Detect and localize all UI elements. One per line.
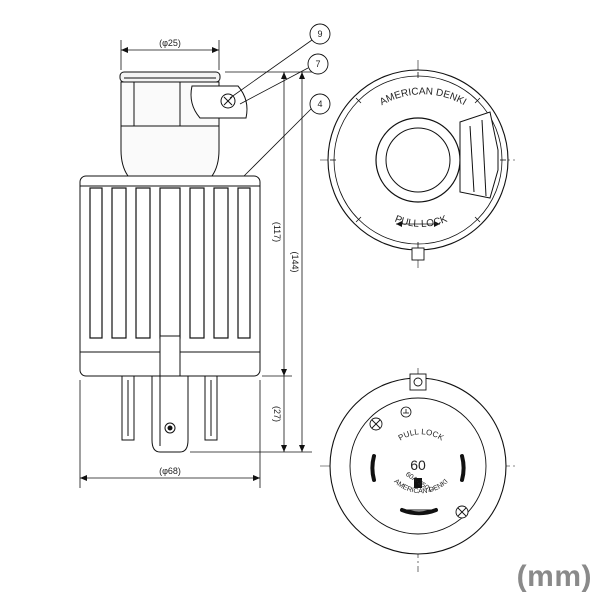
dimension-lines <box>79 39 313 488</box>
callout-9: 9 <box>317 29 322 39</box>
top-lock-text: PULL LOCK <box>393 214 449 230</box>
top-view <box>320 60 518 270</box>
cord-clamp <box>190 85 248 119</box>
body-ribs <box>89 187 251 339</box>
cap-top-ring <box>119 71 221 83</box>
dim-blade-length: (27) <box>272 406 282 422</box>
face-rating-number: 60 <box>410 457 426 473</box>
dim-cap-diameter: (φ25) <box>159 38 181 48</box>
callout-4: 4 <box>317 99 322 109</box>
callout-circle-9 <box>309 23 331 45</box>
blade-slots <box>370 454 466 516</box>
callout-7: 7 <box>315 59 320 69</box>
top-clamp <box>459 111 499 199</box>
callout-circle-7 <box>307 53 329 75</box>
face-view <box>320 368 518 572</box>
unit-label: (mm) <box>516 560 592 593</box>
plug-blades <box>121 375 218 453</box>
dim-body-diameter: (φ68) <box>159 466 181 476</box>
callout-circle-4 <box>309 93 331 115</box>
dim-overall-length: (144) <box>290 251 300 272</box>
dimension-arrows <box>80 47 305 481</box>
side-view <box>79 39 313 488</box>
callouts: 9 7 4 <box>307 23 331 115</box>
dim-body-length: (117) <box>272 222 282 242</box>
